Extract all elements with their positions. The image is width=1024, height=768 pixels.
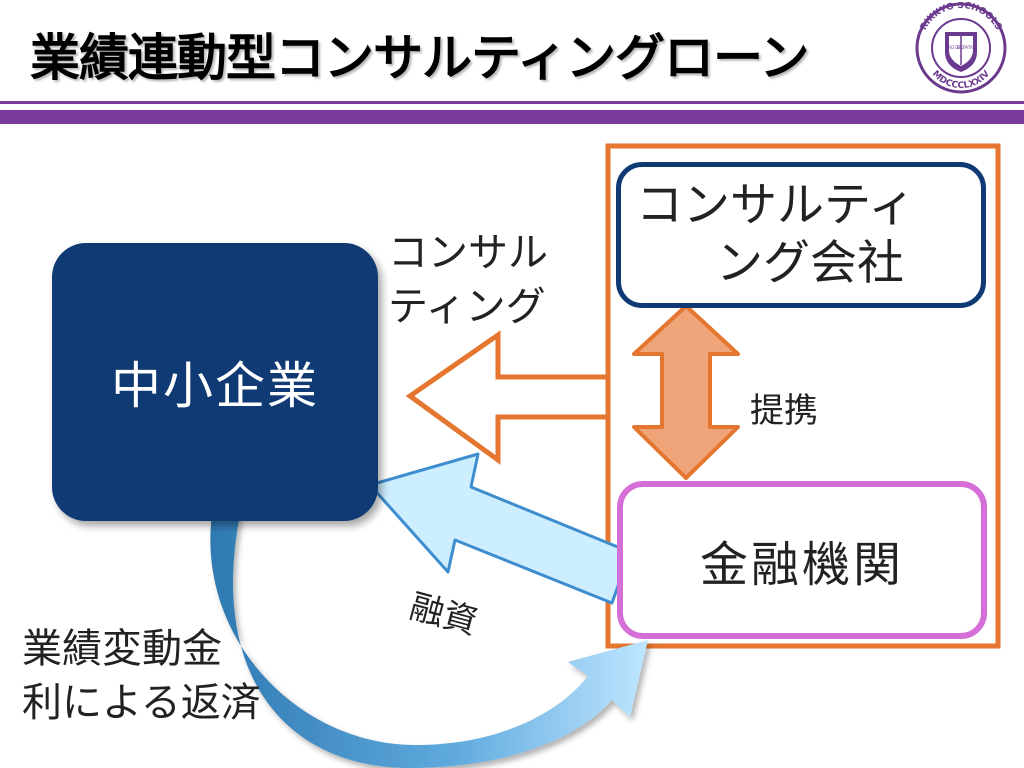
consulting-firm-node: コンサルティ ング会社 [616, 162, 986, 308]
consulting-edge-label-line2: ティング [388, 284, 546, 330]
title-divider-thick [0, 110, 1024, 124]
sme-label: 中小企業 [111, 357, 319, 415]
repayment-edge-label: 業績変動金 利による返済 [22, 622, 262, 730]
consulting-arrow [405, 330, 611, 465]
page-title: 業績連動型コンサルティングローン [30, 29, 809, 87]
financial-institution-label: 金融機関 [699, 537, 904, 593]
partnership-double-arrow [632, 304, 740, 480]
logo-shield-right: ET PATRIA [957, 45, 977, 50]
rikkyo-logo: RIKKYO SCHOOLS MDCCCLXXIV PRO DEO ET PAT… [915, 2, 1007, 94]
financing-arrow [368, 452, 632, 605]
consulting-firm-label-line2: ング会社 [716, 236, 904, 291]
financial-institution-node: 金融機関 [617, 481, 987, 639]
title-divider-thin [0, 101, 1024, 104]
consulting-edge-label-line1: コンサル [388, 230, 548, 276]
repayment-edge-label-line1: 業績変動金 [22, 626, 222, 672]
consulting-edge-label: コンサル ティング [388, 226, 588, 334]
consulting-firm-label-line1: コンサルティ [636, 178, 916, 233]
logo-shield-left: PRO DEO [946, 45, 964, 50]
repayment-edge-label-line2: 利による返済 [22, 680, 261, 726]
sme-node: 中小企業 [52, 243, 378, 521]
partnership-edge-label: 提携 [750, 391, 818, 431]
